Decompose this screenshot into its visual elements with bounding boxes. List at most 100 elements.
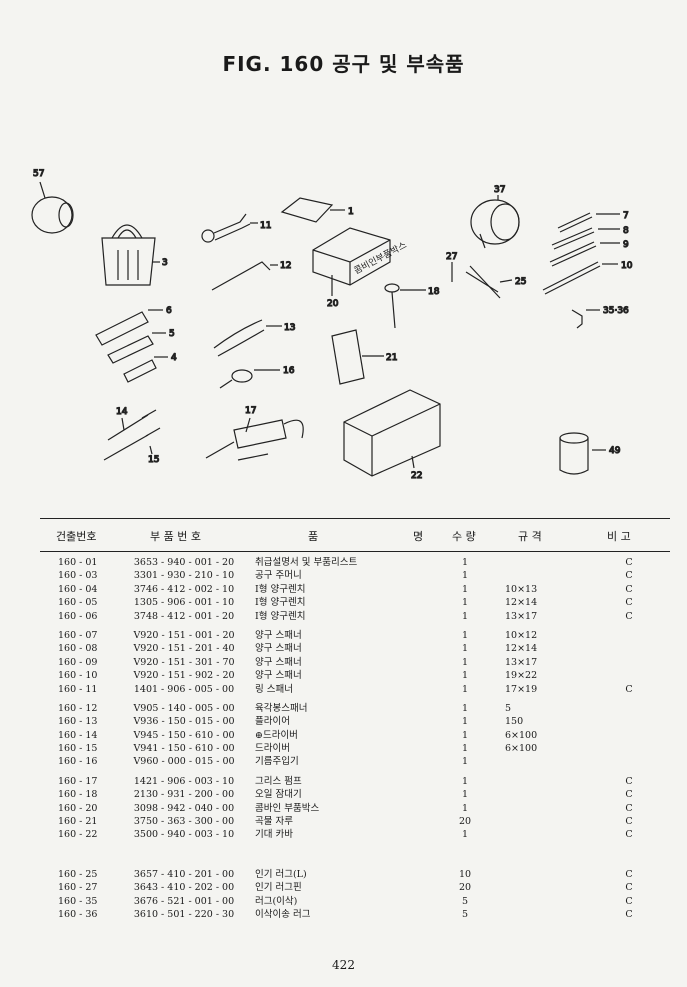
part-row-note: C: [625, 895, 633, 907]
part-row-qty: 10: [458, 868, 472, 880]
parts-box-20-drawing: 콤비인부품박스: [312, 227, 409, 296]
sleeve-49-drawing: [559, 432, 606, 475]
part-row-spec: 13×17: [505, 610, 538, 622]
part-row-fig-no: 160 - 06: [58, 610, 98, 622]
part-row-name: 공구 주머니: [255, 570, 302, 582]
part-row-part-no: 3746 - 412 - 002 - 10: [133, 583, 235, 595]
part-row-fig-no: 160 - 11: [58, 683, 98, 695]
part-row-spec: 12×14: [505, 597, 538, 609]
part-row-fig-no: 160 - 03: [58, 570, 98, 582]
part-row-part-no: 3748 - 412 - 001 - 20: [133, 610, 235, 622]
part-row-spec: 150: [505, 716, 524, 728]
part-row-fig-no: 160 - 35: [58, 895, 98, 907]
lug-drum-37-drawing: [470, 195, 520, 249]
part-row-name: 콤바인 부품박스: [255, 802, 320, 814]
part-row-spec: 6×100: [505, 729, 538, 741]
figure-title: FIG. 160 공구 및 부속품: [222, 52, 465, 76]
callout-20: 20: [327, 299, 339, 309]
part-row-fig-no: 160 - 15: [58, 743, 98, 755]
part-row-qty: 1: [461, 557, 469, 568]
part-row-qty: 1: [461, 597, 469, 609]
part-row-part-no: 3657 - 410 - 201 - 00: [133, 868, 235, 880]
part-row-fig-no: 160 - 21: [58, 816, 98, 828]
part-row-name: 양구 스패너: [255, 670, 302, 682]
part-row-qty: 1: [461, 643, 469, 655]
part-row-fig-no: 160 - 10: [58, 670, 98, 682]
part-row-note: C: [625, 816, 633, 828]
callout-18: 18: [428, 287, 440, 297]
part-row-name: 이삭이송 러그: [255, 908, 311, 920]
part-row-qty: 1: [461, 756, 469, 768]
part-row-part-no: V941 - 150 - 610 - 00: [133, 743, 235, 755]
header-name-a: 품: [308, 530, 319, 543]
part-row-part-no: V920 - 151 - 201 - 40: [133, 643, 235, 655]
part-row-fig-no: 160 - 18: [58, 789, 98, 801]
part-row-name: 양구 스패너: [255, 656, 302, 668]
part-row-fig-no: 160 - 08: [58, 643, 98, 655]
lug-25-27-drawing: [451, 262, 513, 299]
callout-4: 4: [171, 353, 177, 363]
part-row-qty: 1: [461, 702, 469, 714]
part-row-part-no: 3750 - 363 - 300 - 00: [133, 816, 235, 828]
callout-17: 17: [245, 406, 256, 416]
part-row-note: C: [625, 829, 633, 841]
part-row-part-no: V905 - 140 - 005 - 00: [133, 702, 235, 714]
callout-21: 21: [386, 353, 397, 363]
table-header: 건출번호 부 품 번 호 품 명 수 량 규 격 비 고: [40, 518, 670, 552]
pliers-13-drawing: [213, 319, 282, 357]
part-row-qty: 20: [458, 816, 472, 828]
part-row-part-no: V936 - 150 - 015 - 00: [133, 716, 235, 728]
tools-illustration: 57 3 11 1 12 콤비인부품박스 20: [31, 168, 633, 482]
grain-bag-21-drawing: [331, 329, 384, 385]
callout-10: 10: [621, 261, 633, 271]
part-row-name: 곡물 자루: [255, 816, 293, 828]
part-row-note: C: [625, 570, 633, 582]
box-wrenches-4-6-drawing: [95, 309, 168, 383]
tool-bag-3-drawing: [101, 224, 160, 286]
part-row-part-no: 3610 - 501 - 220 - 30: [133, 908, 235, 920]
part-row-name: 링 스패너: [255, 683, 293, 695]
callout-1: 1: [348, 207, 354, 217]
part-row-part-no: 3676 - 521 - 001 - 00: [133, 895, 235, 907]
part-row-part-no: 1305 - 906 - 001 - 10: [133, 597, 235, 609]
part-row-note: C: [625, 683, 633, 695]
part-row-part-no: 3653 - 940 - 001 - 20: [133, 557, 235, 568]
header-name-b: 명: [413, 530, 424, 543]
open-spanners-7-10-drawing: [542, 212, 620, 295]
part-row-part-no: 1421 - 906 - 003 - 10: [133, 775, 235, 787]
part-row-part-no: 3098 - 942 - 040 - 00: [133, 802, 235, 814]
part-row-name: 인기 러그(L): [255, 868, 307, 880]
part-row-name: 플라이어: [255, 716, 290, 728]
page-number: 422: [332, 958, 355, 972]
part-row-qty: 1: [461, 629, 469, 641]
part-row-note: C: [625, 908, 633, 920]
part-row-qty: 1: [461, 656, 469, 668]
callout-16: 16: [283, 366, 295, 376]
part-row-spec: 19×22: [505, 670, 538, 682]
part-row-qty: 1: [461, 583, 469, 595]
table-row: 160 - 21 3750 - 363 - 300 - 00 곡물 자루 20 C: [40, 815, 670, 828]
part-row-name: 양구 스패너: [255, 643, 302, 655]
part-row-note: C: [625, 583, 633, 595]
part-row-qty: 1: [461, 729, 469, 741]
part-row-spec: 5: [505, 702, 512, 714]
header-spec: 규 격: [518, 530, 542, 543]
part-row-name: I형 양구렌치: [255, 610, 306, 622]
part-row-fig-no: 160 - 17: [58, 775, 98, 787]
part-row-qty: 1: [461, 802, 469, 814]
callout-35-36: 35·36: [603, 306, 629, 316]
callout-7: 7: [623, 211, 629, 221]
part-row-qty: 1: [461, 610, 469, 622]
callout-13: 13: [284, 323, 295, 333]
